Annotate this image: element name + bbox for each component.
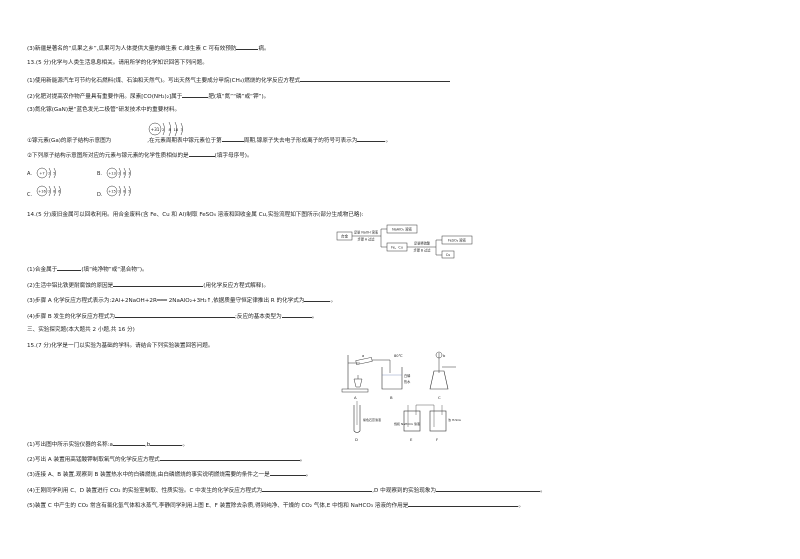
fig-label-d: D bbox=[355, 437, 358, 442]
q15-heading: 15.(7 分)化学是一门以实验为基础的学科。请结合下列实验装置回答问题。 bbox=[27, 343, 214, 349]
answer-blank[interactable] bbox=[236, 44, 259, 50]
answer-blank[interactable] bbox=[182, 92, 209, 98]
q12-3-line: (3)新疆是著名的“瓜果之乡”,瓜果可为人体提供大量的维生素 C,维生素 C 可… bbox=[27, 44, 270, 52]
flow-step-b-bot: 步骤 B 过滤 bbox=[414, 248, 432, 253]
option-a-nucleus: +7 bbox=[39, 172, 44, 176]
flow-step-b-top: 足量稀硫酸 bbox=[414, 241, 431, 246]
fig-label-a: A bbox=[354, 395, 357, 400]
answer-blank[interactable] bbox=[357, 136, 386, 142]
fig-label-c: C bbox=[438, 395, 441, 400]
svg-text:3: 3 bbox=[181, 127, 184, 132]
svg-text:2: 2 bbox=[162, 127, 165, 132]
label-white-p: 白磷 bbox=[404, 373, 411, 378]
label-b: b bbox=[443, 354, 446, 358]
svg-text:2: 2 bbox=[48, 190, 50, 194]
answer-blank[interactable] bbox=[150, 440, 183, 446]
option-a-letter: A. bbox=[27, 171, 32, 177]
q13-1-line: (1)使用新能源汽车可节约化石燃料(煤、石油和天然气)。写出天然气主要成分甲烷(… bbox=[27, 76, 451, 85]
q14-flowchart: 合金 足量 NaOH 溶液 步骤 A 过滤 NaAlO₂ 溶液 Fe、Cu 足量… bbox=[336, 223, 476, 259]
answer-blank[interactable] bbox=[262, 486, 373, 492]
option-c-nucleus: +16 bbox=[38, 190, 46, 194]
flow-step-a-bot: 步骤 A 过滤 bbox=[358, 237, 376, 242]
answer-blank[interactable] bbox=[408, 501, 519, 507]
q14-4-line: (4)步骤 B 发生的化学反应方程式为;反应的基本类型为。 bbox=[27, 312, 318, 320]
fig-label-b: B bbox=[390, 395, 393, 400]
option-d-letter: D. bbox=[97, 192, 103, 198]
svg-text:18: 18 bbox=[174, 127, 179, 132]
label-h2so4: 浓 H₂SO₄ bbox=[448, 417, 462, 422]
q14-3-line: (3)步骤 A 化学反应方程式表示为:2Al+2NaOH+2R═══ 2NaAl… bbox=[27, 296, 337, 304]
answer-blank[interactable] bbox=[300, 76, 451, 82]
option-b-nucleus: +13 bbox=[108, 172, 116, 176]
q14-2-line: (2)生活中铝比铁更耐腐蚀的原因是(用化学反应方程式解释)。 bbox=[27, 281, 270, 289]
q13-3-line: (3)氮化镓(GaN)是“蓝色发光二极管”研发技术中的重要材料。 bbox=[27, 107, 181, 113]
answer-blank[interactable] bbox=[269, 470, 306, 476]
answer-blank[interactable] bbox=[221, 136, 244, 142]
answer-blank[interactable] bbox=[188, 151, 215, 157]
svg-text:8: 8 bbox=[123, 190, 125, 194]
answer-blank[interactable] bbox=[304, 296, 331, 302]
option-b-letter: B. bbox=[97, 171, 102, 177]
atom-options: A. +7 2 5 B. +13 2 8 3 C. +16 2 8 6 D. +… bbox=[27, 163, 147, 203]
svg-text:8: 8 bbox=[53, 190, 55, 194]
answer-blank[interactable] bbox=[113, 281, 204, 287]
svg-text:2: 2 bbox=[118, 190, 120, 194]
label-litmus: 紫色石蕊溶液 bbox=[363, 417, 381, 422]
answer-blank[interactable] bbox=[281, 312, 312, 318]
ga-nucleus: +31 bbox=[151, 127, 160, 132]
label-nahco3: 饱和 NaHCO₃ 溶液 bbox=[394, 421, 420, 426]
answer-blank[interactable] bbox=[112, 440, 145, 446]
svg-text:5: 5 bbox=[53, 172, 55, 176]
svg-text:8: 8 bbox=[123, 172, 125, 176]
svg-text:80℃: 80℃ bbox=[394, 354, 403, 358]
flow-mix: Fe、Cu bbox=[391, 246, 403, 250]
label-hot-water: 热水 bbox=[404, 379, 411, 384]
q15-3-line: (3)连接 A、B 装置,观察到 B 装置热水中的白磷燃烧,由白磷燃烧的事实说明… bbox=[27, 470, 312, 478]
ga-atom-diagram: +31 2 8 18 3 bbox=[148, 119, 186, 139]
q15-5-line: (5)装置 C 中产生的 CO₂ 常含有氯化氢气体和水蒸气,李静同学利用上图 E… bbox=[27, 501, 524, 509]
q13-3-1-line: ①镓元素(Ga)的原子结构示意图为,在元素周期表中镓元素位于第周期,镓原子失去电… bbox=[27, 136, 392, 144]
fig-label-f: F bbox=[436, 437, 438, 442]
q15-apparatus-figure: a 白磷 热水 80℃ b A B C 紫色石蕊溶液 饱和 NaHCO₃ 溶液 bbox=[338, 349, 478, 443]
flow-prod1: NaAlO₂ 溶液 bbox=[392, 227, 412, 232]
svg-text:2: 2 bbox=[118, 172, 120, 176]
flow-prod3: Cu bbox=[446, 253, 451, 257]
svg-text:6: 6 bbox=[58, 190, 60, 194]
q14-heading: 14.(5 分)废旧金属可以回收利用。用合金废料(含 Fe、Cu 和 Al)制取… bbox=[27, 212, 364, 218]
svg-text:2: 2 bbox=[48, 172, 50, 176]
q15-4-line: (4)王刚同学利用 C、D 装置进行 CO₂ 的实验室制取、性质实验。C 中发生… bbox=[27, 486, 546, 494]
svg-text:8: 8 bbox=[169, 127, 172, 132]
label-a: a bbox=[362, 354, 364, 358]
flow-step-a-top: 足量 NaOH 溶液 bbox=[354, 230, 379, 235]
q15-2-line: (2)写出 A 装置用高锰酸钾制取氧气的化学反应方程式。 bbox=[27, 455, 306, 463]
section-3-heading: 三、实验探究题(本大题共 2 小题,共 16 分) bbox=[27, 327, 135, 333]
q13-2-line: (2)化肥对提高农作物产量具有重要作用。尿素[CO(NH₂)₂]属于肥(填“氮”… bbox=[27, 92, 270, 100]
q13-3-2-line: ②下列原子结构示意图所对应的元素与镓元素的化学性质相似的是(填字母序号)。 bbox=[27, 151, 253, 159]
svg-text:5: 5 bbox=[128, 190, 130, 194]
fig-label-e: E bbox=[410, 437, 413, 442]
answer-blank[interactable] bbox=[57, 265, 82, 271]
answer-blank[interactable] bbox=[159, 455, 300, 461]
answer-blank[interactable] bbox=[436, 486, 541, 492]
q15-1-line: (1)写出图中所示实验仪器的名称:a,b。 bbox=[27, 440, 188, 448]
flow-alloy: 合金 bbox=[341, 234, 349, 239]
flow-prod2: FeSO₄ 溶液 bbox=[448, 238, 466, 243]
answer-blank[interactable] bbox=[115, 312, 236, 318]
option-d-nucleus: +15 bbox=[108, 190, 116, 194]
q14-1-line: (1)合金属于(填“纯净物”或“混合物”)。 bbox=[27, 265, 148, 273]
svg-text:3: 3 bbox=[128, 172, 130, 176]
q13-heading: 13.(5 分)化学与人类生活息息相关。请用所学的化学知识回答下列问题。 bbox=[27, 60, 208, 66]
option-c-letter: C. bbox=[27, 192, 32, 198]
